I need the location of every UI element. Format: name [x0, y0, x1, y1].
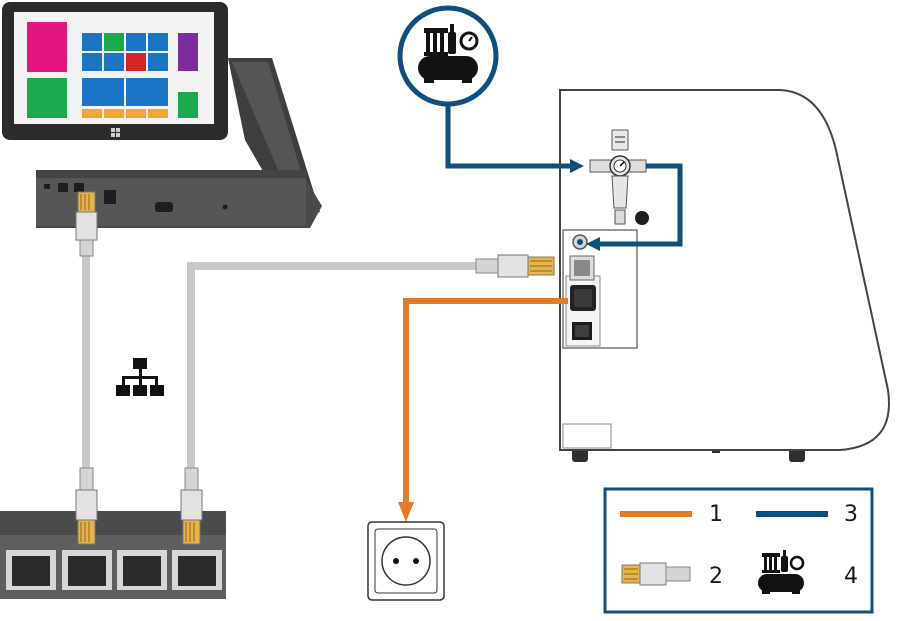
machine [559, 89, 890, 462]
power-outlet-icon [367, 521, 445, 601]
legend [603, 487, 874, 614]
legend-number-4: 4 [844, 564, 858, 589]
legend-number-3: 3 [844, 502, 858, 527]
rj45-connector-icon [180, 467, 203, 545]
air-line [445, 103, 683, 251]
windows-logo-icon [111, 128, 120, 137]
rj45-connector-icon [75, 467, 98, 545]
legend-number-2: 2 [709, 564, 723, 589]
network-topology-icon [116, 358, 164, 396]
network-switch [0, 511, 226, 599]
tablet [2, 2, 228, 140]
power-cable [398, 298, 568, 522]
legend-swatch-air-line [756, 511, 828, 517]
rj45-connector-icon [475, 254, 555, 278]
rj45-connector-icon [75, 191, 98, 257]
network-cable [75, 191, 555, 545]
legend-swatch-power-cable [620, 511, 692, 517]
compressor-callout [397, 5, 499, 107]
air-compressor-icon [418, 24, 479, 83]
legend-number-1: 1 [709, 502, 723, 527]
air-compressor-icon [758, 550, 805, 594]
legend-swatch-network-plug [621, 562, 691, 586]
